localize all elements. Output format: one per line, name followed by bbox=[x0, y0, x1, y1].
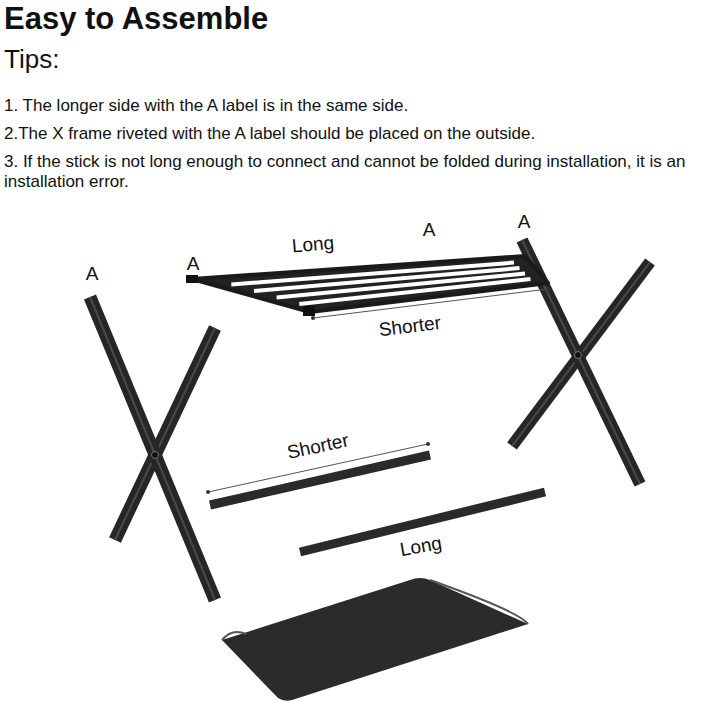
leg-highlight bbox=[90, 297, 215, 600]
part-mark: A bbox=[518, 211, 531, 234]
tip-note: 1. The longer side with the A label is i… bbox=[4, 96, 408, 116]
length-label: Long bbox=[291, 232, 335, 258]
part-mark: A bbox=[86, 263, 99, 286]
rivet bbox=[575, 352, 582, 359]
rack-frame bbox=[192, 256, 548, 312]
stick bbox=[210, 455, 430, 505]
slat-gap bbox=[299, 279, 530, 304]
fabric-shelf bbox=[222, 578, 528, 701]
frame-leg bbox=[115, 328, 215, 540]
fabric-hem bbox=[222, 632, 246, 640]
rail-cap bbox=[186, 275, 198, 283]
rail-cap bbox=[303, 306, 315, 316]
dimension-dot bbox=[546, 287, 550, 291]
part-mark: A bbox=[187, 253, 200, 276]
fabric-panel bbox=[222, 578, 528, 701]
tip-note: 3. If the stick is not long enough to co… bbox=[4, 152, 712, 193]
left-x-frame bbox=[90, 297, 215, 600]
dimension-dot bbox=[206, 490, 210, 494]
top-rack bbox=[186, 256, 548, 316]
part-mark: A bbox=[423, 219, 436, 242]
tips-heading: Tips: bbox=[4, 44, 59, 75]
length-label: Shorter bbox=[378, 312, 443, 342]
fabric-hem bbox=[430, 580, 528, 624]
dimension-dot bbox=[311, 316, 315, 320]
dimension-dot bbox=[426, 442, 430, 446]
frame-leg bbox=[512, 262, 650, 446]
frame-leg bbox=[90, 297, 215, 600]
length-label: Shorter bbox=[285, 429, 351, 464]
length-label: Long bbox=[398, 532, 444, 562]
leg-highlight bbox=[512, 262, 650, 446]
page-title: Easy to Assemble bbox=[4, 0, 268, 37]
tip-note: 2.The X frame riveted with the A label s… bbox=[4, 124, 535, 144]
rivet bbox=[152, 452, 159, 459]
leg-highlight bbox=[115, 328, 215, 540]
